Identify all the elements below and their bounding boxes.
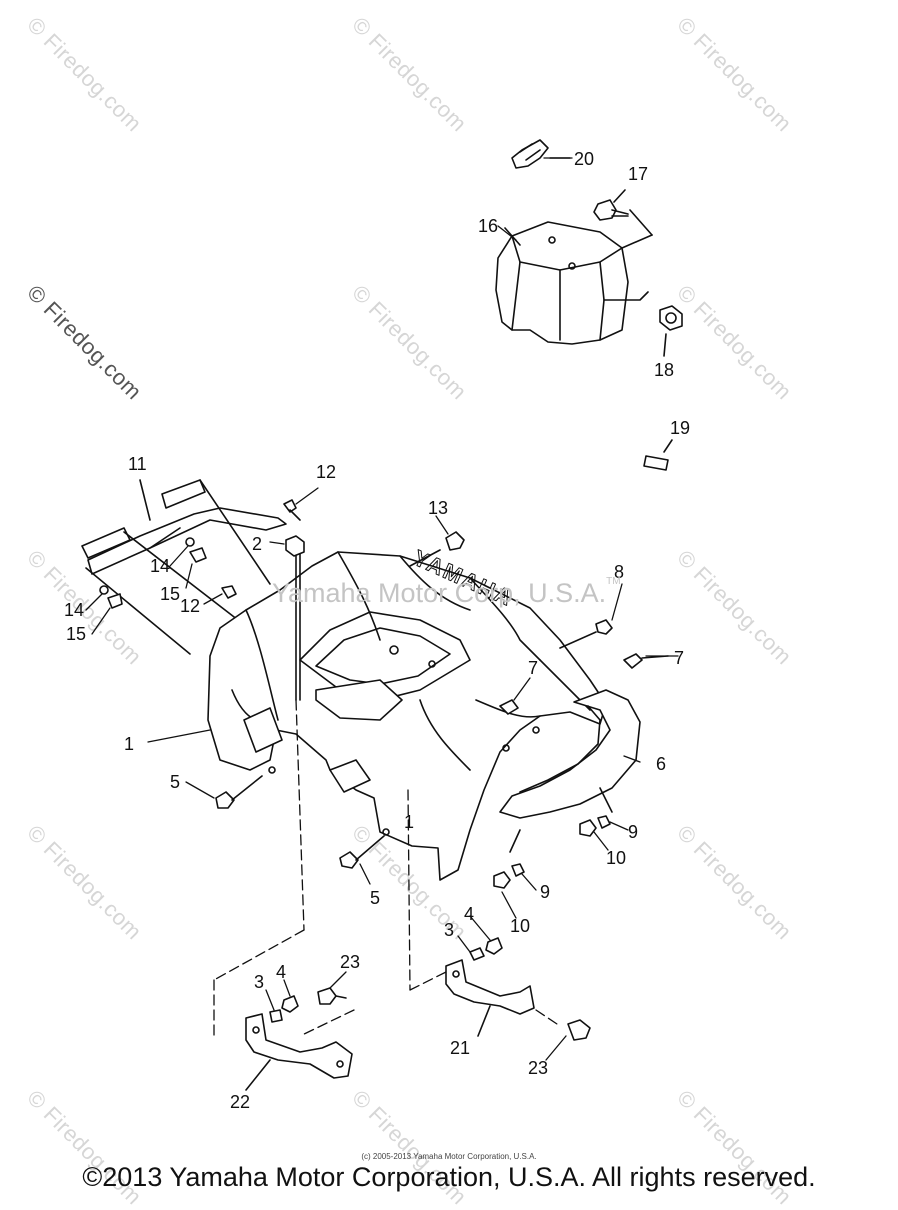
callout-12b: 12 — [180, 596, 200, 616]
callout-5a: 5 — [170, 772, 180, 792]
callout-19: 19 — [670, 418, 690, 438]
part-17-bolt — [593, 189, 629, 221]
part-21-bracket — [445, 937, 591, 1041]
callout-14b: 14 — [64, 600, 84, 620]
callout-14a: 14 — [150, 556, 170, 576]
callout-5b: 5 — [370, 888, 380, 908]
callout-labels: 20 17 16 18 19 11 12 13 2 14 15 12 14 15… — [64, 149, 690, 1112]
callout-2: 2 — [252, 534, 262, 554]
part-19-pin — [643, 439, 673, 471]
callout-11: 11 — [128, 454, 147, 474]
watermark-center-text: Yamaha Motor Corp, U.S.A. — [272, 578, 607, 608]
part-16-bracket — [495, 209, 653, 345]
callout-8: 8 — [614, 562, 624, 582]
callout-15b: 15 — [66, 624, 86, 644]
callout-3a: 3 — [444, 920, 454, 940]
part-20-clip — [511, 139, 571, 169]
callout-18: 18 — [654, 360, 674, 380]
callout-9b: 9 — [540, 882, 550, 902]
copyright-footer: ©2013 Yamaha Motor Corporation, U.S.A. A… — [82, 1162, 816, 1192]
watermark-center: Yamaha Motor Corp, U.S.A.TM — [272, 576, 621, 609]
callout-21: 21 — [450, 1038, 470, 1058]
callout-22: 22 — [230, 1092, 250, 1112]
callout-9a: 9 — [628, 822, 638, 842]
part-6-flap — [499, 689, 641, 853]
callout-7b: 7 — [528, 658, 538, 678]
callout-10a: 10 — [606, 848, 626, 868]
part-1-rear-fender: YAMAHA — [207, 539, 607, 881]
callout-10b: 10 — [510, 916, 530, 936]
watermark-tm: TM — [606, 576, 621, 587]
part-22-bracket — [245, 987, 353, 1091]
callout-1b: 1 — [404, 812, 414, 832]
small-copyright: (c) 2005-2013 Yamaha Motor Corporation, … — [361, 1152, 537, 1161]
alignment-lines — [213, 699, 561, 1041]
callout-15a: 15 — [160, 584, 180, 604]
callout-23a: 23 — [340, 952, 360, 972]
part-11-bracket — [81, 479, 287, 655]
callout-20: 20 — [574, 149, 594, 169]
callout-16: 16 — [478, 216, 498, 236]
callout-1a: 1 — [124, 734, 134, 754]
hardware-items — [99, 499, 669, 889]
part-18-nut — [659, 305, 683, 357]
callout-13: 13 — [428, 498, 448, 518]
leader-lines — [85, 157, 679, 1061]
callout-12a: 12 — [316, 462, 336, 482]
callout-4a: 4 — [464, 904, 474, 924]
callout-17: 17 — [628, 164, 648, 184]
callout-4b: 4 — [276, 962, 286, 982]
callout-23b: 23 — [528, 1058, 548, 1078]
callout-6: 6 — [656, 754, 666, 774]
callout-7a: 7 — [674, 648, 684, 668]
callout-3b: 3 — [254, 972, 264, 992]
